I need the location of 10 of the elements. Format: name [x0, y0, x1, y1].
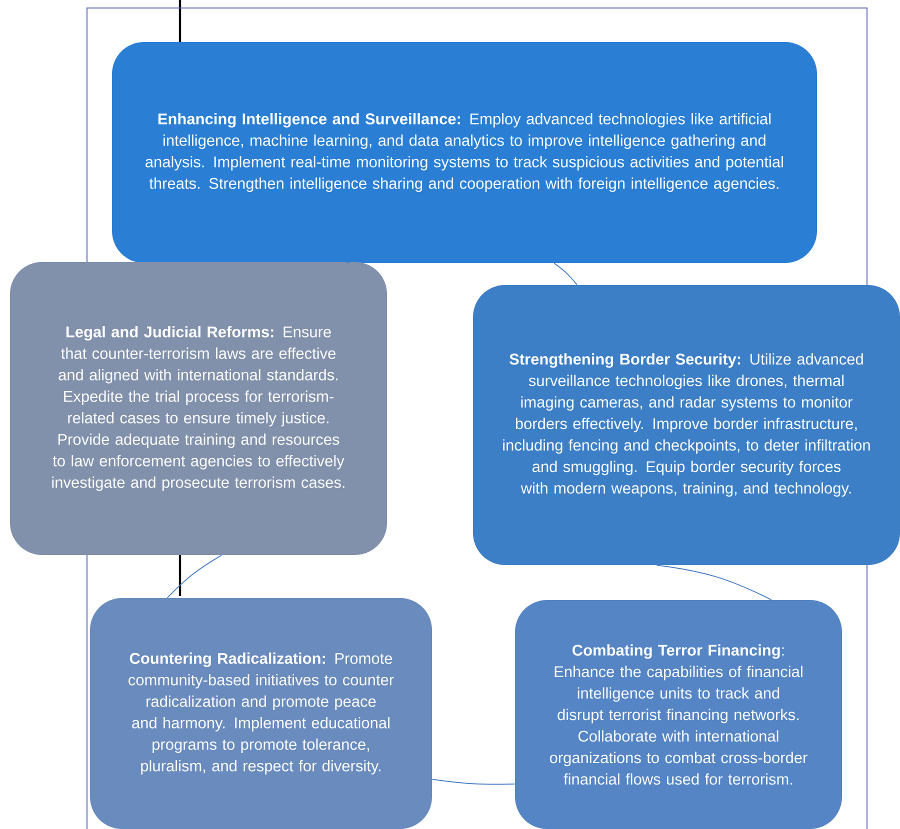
text-box: Enhancing Intelligence and Surveillance: Employ advanced technologies like artificial intelligence, machine learning, and data analytics to improve intelligence gathering and analysis. Implement real-time monitoring systems to track suspicious activities and potential threats. Strengthen intelligence sharing and cooperation with foreign intelligence agencies.: [112, 42, 817, 263]
connector-line: [656, 564, 772, 600]
text-box: Strengthening Border Security: Utilize advanced surveillance technologies like drones, thermal imaging cameras, and radar systems to monitor borders effectively. Improve border infrastructure, including fencing and checkpoints, to deter infiltration and smuggling. Equip border security forces with modern weapons, training, and technology.: [473, 285, 900, 565]
connector-line: [166, 554, 222, 598]
text-box: Combating Terror Financing: Enhance the capabilities of financial intelligence units to track and disrupt terrorist financing networks. Collaborate with international organizations to combat cross-border financial flows used for terrorism.: [515, 600, 842, 829]
connector-line: [344, 261, 350, 264]
connector-line: [554, 262, 578, 286]
text-box: Legal and Judicial Reforms: Ensure that counter-terrorism laws are effective and aligned with international standards. Expedite the trial process for terrorism-related cases to ensure timely justice. Provide adequate training and resources to law enforcement agencies to effectively investigate and prosecute terrorism cases.: [10, 262, 387, 555]
connector-line: [432, 778, 516, 785]
text-box: Countering Radicalization: Promote community-based initiatives to counter radicalization and promote peace and harmony. Implement educational programs to promote tolerance, pluralism, and respect for diversity.: [90, 598, 432, 829]
